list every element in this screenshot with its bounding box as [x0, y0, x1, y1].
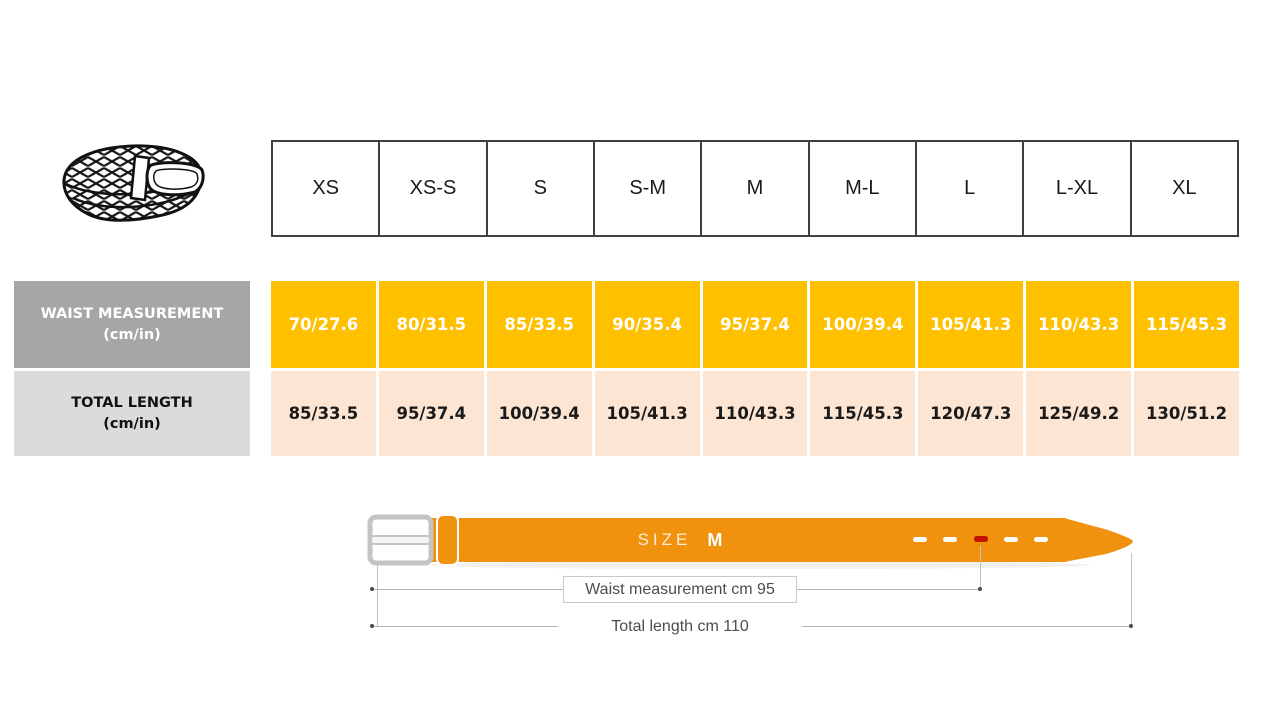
- size-column-header: M-L: [809, 142, 915, 235]
- belt-hole-icon: [1034, 537, 1048, 542]
- marked-belt-hole-icon: [974, 536, 988, 542]
- size-column-header: XL: [1131, 142, 1237, 235]
- length-value-cell: 100/39.4: [486, 371, 592, 456]
- row-label-text: TOTAL LENGTH: [71, 395, 193, 412]
- waist-measurement-values-row: 70/27.6 80/31.5 85/33.5 90/35.4 95/37.4 …: [271, 281, 1239, 368]
- waist-value-cell: 95/37.4: [702, 281, 808, 368]
- line-endpoint-dot: [370, 624, 374, 628]
- row-label-waist-measurement: WAIST MEASUREMENT (cm/in): [14, 281, 250, 368]
- length-value-cell: 95/37.4: [378, 371, 484, 456]
- waist-value-cell: 115/45.3: [1134, 281, 1239, 368]
- size-header-row: XS XS-S S S-M M M-L L L-XL XL: [271, 140, 1239, 237]
- waist-value-cell: 110/43.3: [1026, 281, 1132, 368]
- braided-belt-icon: [62, 144, 205, 222]
- belt-hole-icon: [1004, 537, 1018, 542]
- length-value-cell: 115/45.3: [810, 371, 916, 456]
- size-value: M: [707, 529, 723, 550]
- belt-strap: [431, 518, 1066, 562]
- line-endpoint-dot: [978, 587, 982, 591]
- total-length-annotation-text: Total length cm 110: [611, 617, 749, 635]
- waist-value-cell: 90/35.4: [594, 281, 700, 368]
- row-label-unit: (cm/in): [103, 415, 161, 432]
- length-value-cell: 85/33.5: [271, 371, 376, 456]
- belt-keeper: [436, 514, 459, 566]
- row-label-text: WAIST MEASUREMENT: [40, 306, 224, 323]
- line-endpoint-dot: [1129, 624, 1133, 628]
- total-length-values-row: 85/33.5 95/37.4 100/39.4 105/41.3 110/43…: [271, 371, 1239, 456]
- size-column-header: S: [487, 142, 593, 235]
- line-endpoint-dot: [370, 587, 374, 591]
- marked-hole-guide-line: [980, 546, 981, 589]
- waist-value-cell: 80/31.5: [378, 281, 484, 368]
- row-label-unit: (cm/in): [103, 326, 161, 343]
- length-value-cell: 105/41.3: [594, 371, 700, 456]
- row-label-total-length: TOTAL LENGTH (cm/in): [14, 371, 250, 456]
- belt-hole-icon: [913, 537, 927, 542]
- size-column-header: L-XL: [1024, 142, 1130, 235]
- belt-keeper-shape: [129, 154, 151, 202]
- belt-size-label: SIZE M: [600, 528, 760, 552]
- length-value-cell: 130/51.2: [1134, 371, 1239, 456]
- size-column-header: M: [702, 142, 808, 235]
- waist-value-cell: 70/27.6: [271, 281, 376, 368]
- belt-buckle-shape: [145, 161, 205, 197]
- waist-value-cell: 85/33.5: [486, 281, 592, 368]
- waist-annotation-box: Waist measurement cm 95: [563, 576, 797, 603]
- length-value-cell: 125/49.2: [1026, 371, 1132, 456]
- belt-measurement-diagram: [367, 514, 1133, 569]
- size-column-header: L: [917, 142, 1023, 235]
- waist-value-cell: 100/39.4: [810, 281, 916, 368]
- belt-hole-icon: [943, 537, 957, 542]
- waist-value-cell: 105/41.3: [918, 281, 1024, 368]
- tip-guide-line: [1131, 553, 1132, 626]
- size-column-header: XS-S: [380, 142, 486, 235]
- length-value-cell: 120/47.3: [918, 371, 1024, 456]
- total-length-annotation: Total length cm 110: [558, 614, 802, 639]
- size-word: SIZE: [637, 530, 692, 549]
- size-column-header: XS: [273, 142, 379, 235]
- buckle-guide-line: [377, 564, 378, 627]
- belt-tip: [1064, 518, 1133, 562]
- waist-annotation-text: Waist measurement cm 95: [585, 580, 775, 598]
- length-value-cell: 110/43.3: [702, 371, 808, 456]
- size-column-header: S-M: [595, 142, 701, 235]
- buckle-prong: [370, 535, 431, 545]
